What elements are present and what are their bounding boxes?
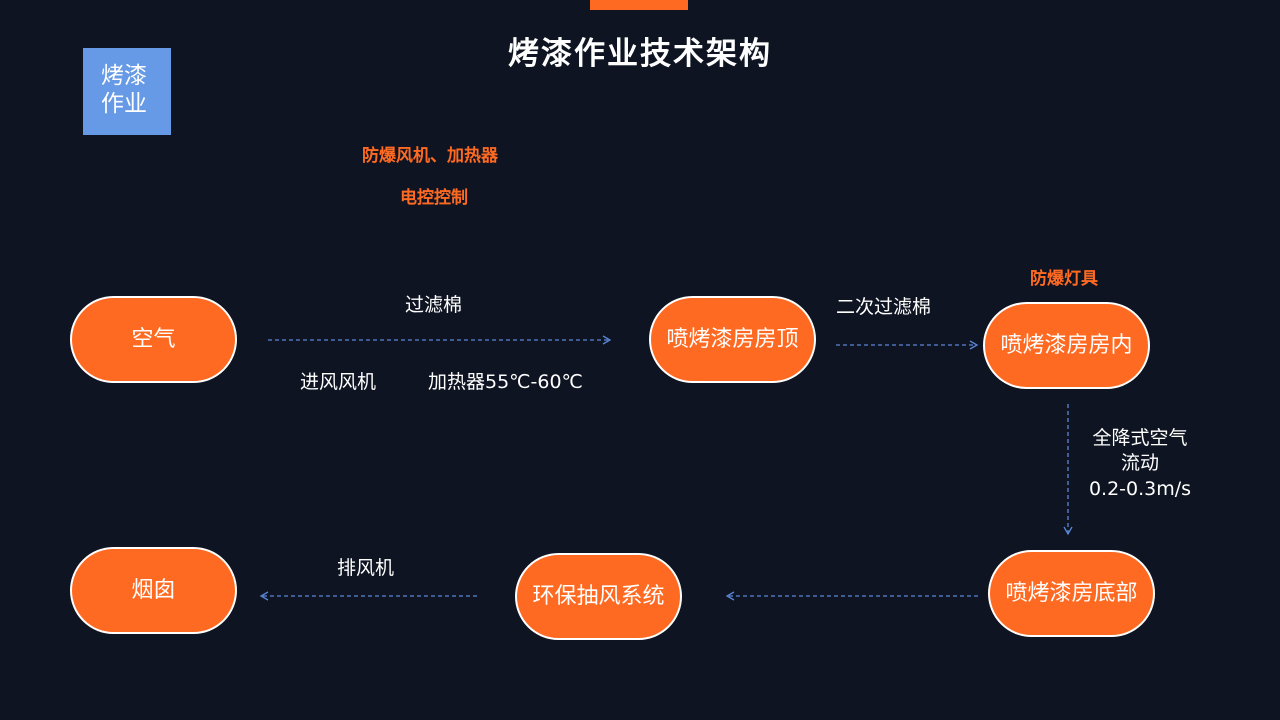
label-filter-cotton: 过滤棉 <box>405 294 463 316</box>
label-downflow-line-1: 全降式空气 <box>1092 427 1188 449</box>
node-booth-inside: 喷烤漆房房内 <box>983 302 1150 389</box>
note-fan-heater: 防爆风机、加热器 <box>362 146 498 166</box>
top-accent-bar <box>590 0 688 10</box>
node-air: 空气 <box>70 296 237 383</box>
label-intake-fan: 进风风机 <box>300 371 377 393</box>
label-downflow-speed: 0.2-0.3m/s <box>1088 478 1192 500</box>
note-electric-control: 电控控制 <box>400 188 468 208</box>
node-booth-top: 喷烤漆房房顶 <box>649 296 816 383</box>
label-heater-temp: 加热器55℃-60℃ <box>428 371 583 393</box>
label-downflow-line-2: 流动 <box>1120 452 1159 474</box>
page-title: 烤漆作业技术架构 <box>508 36 772 72</box>
label-secondary-filter: 二次过滤棉 <box>836 296 932 318</box>
note-explosion-proof-lamp: 防爆灯具 <box>1030 269 1098 289</box>
node-eco-exhaust: 环保抽风系统 <box>515 553 682 640</box>
section-tag-line-1: 烤漆 <box>101 63 147 89</box>
node-booth-bottom: 喷烤漆房底部 <box>988 550 1155 637</box>
section-tag-line-2: 作业 <box>101 91 147 117</box>
section-tag: 烤漆 作业 <box>83 48 171 135</box>
label-exhaust-fan: 排风机 <box>337 557 395 579</box>
node-chimney: 烟囱 <box>70 547 237 634</box>
